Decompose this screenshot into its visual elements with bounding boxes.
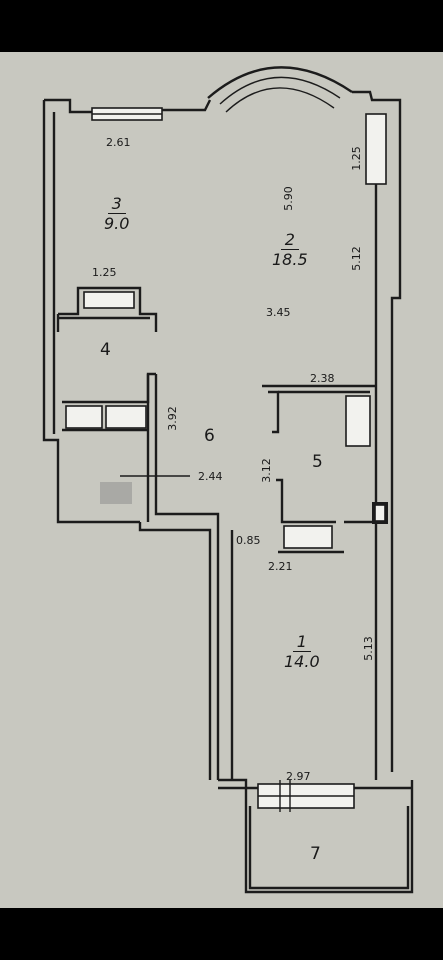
dim-2-38: 2.38: [310, 372, 335, 385]
room-2-label: 2 18.5: [272, 230, 308, 269]
room-3-label: 3 9.0: [104, 194, 129, 233]
dim-3-45: 3.45: [266, 306, 291, 319]
dim-1-25-top: 1.25: [349, 146, 363, 171]
dim-0-85: 0.85: [236, 534, 261, 547]
room-3-number: 3: [107, 194, 126, 214]
bay-window: [207, 66, 353, 99]
room-1-area: 14.0: [284, 652, 320, 671]
dim-1-25-left: 1.25: [92, 266, 117, 279]
outer-wall-top: [44, 98, 92, 114]
room-2-area: 18.5: [272, 250, 308, 269]
column-right: [365, 113, 387, 185]
dim-5-13: 5.13: [361, 636, 375, 661]
dim-2-97: 2.97: [286, 770, 311, 783]
dim-2-44: 2.44: [198, 470, 223, 483]
floor-plan-drawing: [42, 66, 414, 894]
room-2-number: 2: [280, 230, 299, 250]
room-4-number: 4: [100, 340, 111, 360]
dim-3-92: 3.92: [165, 406, 179, 431]
dim-2-21: 2.21: [268, 560, 293, 573]
balcony-wall: [218, 778, 414, 894]
room-3-area: 9.0: [104, 214, 130, 233]
room-7-number: 7: [310, 844, 321, 864]
wardrobe-left: [65, 405, 103, 429]
room-6-number: 6: [204, 426, 215, 446]
dim-5-12: 5.12: [349, 246, 363, 271]
room-5-number: 5: [312, 452, 323, 472]
dim-3-12: 3.12: [259, 458, 273, 483]
dim-2-61: 2.61: [106, 136, 131, 149]
dim-5-90: 5.90: [281, 186, 295, 211]
room-1-label: 1 14.0: [284, 632, 320, 671]
outer-wall-left: [42, 100, 140, 524]
floor-plan-sheet: 3 9.0 2 18.5 4 6 5 1 14.0 7 2.61 1.25 5.…: [0, 52, 443, 908]
wardrobe-right: [105, 405, 147, 429]
room-1-number: 1: [292, 632, 311, 652]
partition-room3-room4: [58, 286, 158, 332]
